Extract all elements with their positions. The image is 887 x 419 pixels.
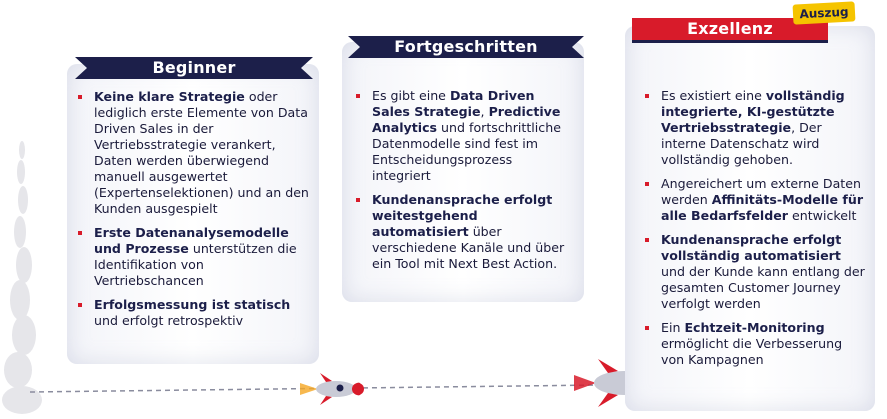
stage-bullets-fortgeschritten: Es gibt eine Data Driven Sales Strategie… — [356, 88, 572, 280]
stage-header-fortgeschritten: Fortgeschritten — [348, 36, 584, 58]
bullet-text: entwickelt — [788, 208, 857, 223]
bullet-item: Angereichert um externe Daten werden Aff… — [645, 176, 867, 224]
excerpt-badge: Auszug — [792, 1, 856, 25]
bullet-bold-text: Erfolgsmessung ist statisch — [94, 297, 291, 312]
bullet-text: , Der interne Datenschatz wird vollständ… — [661, 120, 822, 167]
bullet-item: Es existiert eine vollständig integriert… — [645, 88, 867, 168]
bullet-item: Erste Datenanalysemodelle und Prozesse u… — [78, 225, 314, 289]
bullet-text: Ein — [661, 320, 685, 335]
bullet-item: Keine klare Strategie oder lediglich ers… — [78, 89, 314, 217]
stage-panel-fortgeschritten — [342, 42, 584, 302]
bullet-item: Kundenansprache erfolgt weitestgehend au… — [356, 192, 572, 272]
bullet-text: und fortschrittliche Datenmodelle sind f… — [372, 120, 561, 183]
bullet-bold-text: Predictive Analytics — [372, 104, 561, 135]
bullet-bold-text: Affinitäts-Modelle für alle Bedarfsfelde… — [661, 192, 864, 223]
bullet-item: Ein Echtzeit-Monitoring ermöglicht die V… — [645, 320, 867, 368]
bullet-bold-text: Keine klare Strategie — [94, 89, 245, 104]
bullet-item: Erfolgsmessung ist statisch und erfolgt … — [78, 297, 314, 329]
bullet-text: Angereichert um externe Daten werden — [661, 176, 861, 207]
bullet-bold-text: Kundenansprache erfolgt weitestgehend au… — [372, 192, 553, 239]
bullet-item: Es gibt eine Data Driven Sales Strategie… — [356, 88, 572, 184]
bullet-item: Kundenansprache erfolgt vollständig auto… — [645, 232, 867, 312]
bullet-text: , — [480, 104, 489, 119]
stage-bullets-beginner: Keine klare Strategie oder lediglich ers… — [78, 89, 314, 337]
bullet-text: Es existiert eine — [661, 88, 766, 103]
stage-panel-exzellenz — [625, 26, 875, 411]
stage-header-exzellenz: Exzellenz — [632, 18, 828, 43]
bullet-text: oder lediglich erste Elemente von Data D… — [94, 89, 309, 216]
bullet-text: ermöglicht die Verbesserung von Kampagne… — [661, 336, 843, 367]
bullet-text: unterstützen die Identifikation von Vert… — [94, 241, 297, 288]
bullet-text: über verschiedene Kanäle und über ein To… — [372, 224, 565, 271]
smoke-trail-icon — [2, 141, 42, 414]
stage-panel-beginner — [67, 64, 319, 364]
stage-bullets-exzellenz: Es existiert eine vollständig integriert… — [645, 88, 867, 376]
bullet-bold-text: vollständig integrierte, KI-gestützte Ve… — [661, 88, 845, 135]
bullet-text: und erfolgt retrospektiv — [94, 313, 244, 328]
bullet-bold-text: Erste Datenanalysemodelle und Prozesse — [94, 225, 289, 256]
rocket-icon — [300, 373, 364, 405]
bullet-text: Es gibt eine — [372, 88, 450, 103]
bullet-bold-text: Kundenansprache erfolgt vollständig auto… — [661, 232, 842, 263]
bullet-text: und der Kunde kann entlang der gesamten … — [661, 264, 865, 311]
bullet-bold-text: Echtzeit-Monitoring — [684, 320, 825, 335]
bullet-bold-text: Data Driven Sales Strategie — [372, 88, 535, 119]
stage-header-beginner: Beginner — [75, 57, 313, 79]
